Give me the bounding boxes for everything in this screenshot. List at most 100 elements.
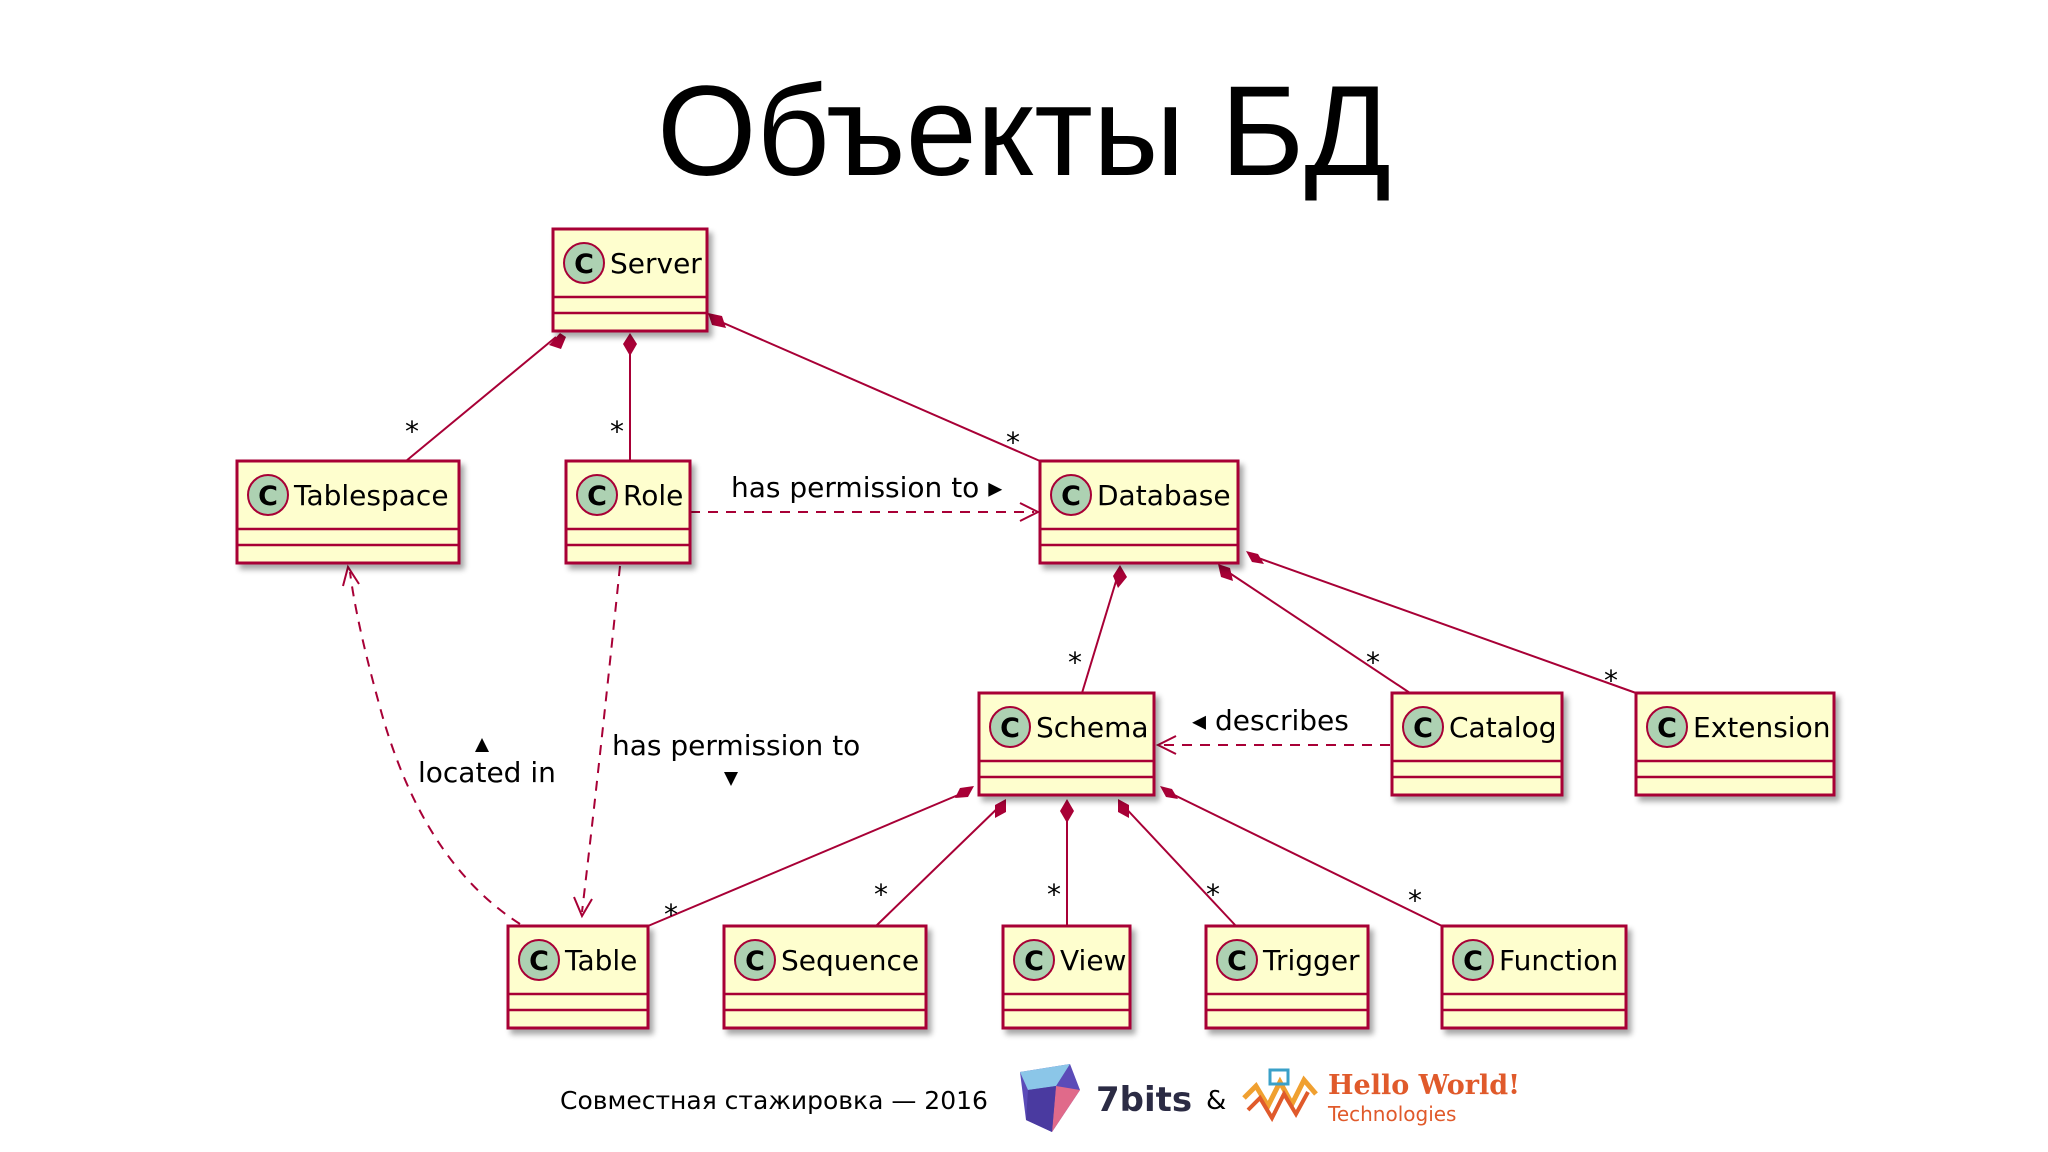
footer: Совместная стажировка — 2016 7bits & Hel… [560, 1058, 1520, 1138]
class-icon-letter: C [1024, 946, 1044, 977]
class-icon-letter: C [1657, 713, 1677, 744]
class-icon-letter: C [1000, 713, 1020, 744]
class-name-table: Table [564, 944, 637, 977]
class-name-function: Function [1499, 944, 1618, 977]
mult-schema: * [1068, 646, 1082, 679]
hello-world-logo-title: Hello World! [1328, 1070, 1520, 1101]
class-icon [1646, 706, 1688, 748]
diamond-schema-sequence [995, 799, 1006, 818]
class-name-trigger: Trigger [1262, 944, 1360, 977]
7bits-logo-icon [1020, 1064, 1080, 1132]
class-name-database: Database [1097, 479, 1231, 512]
class-name-tablespace: Tablespace [293, 479, 449, 512]
class-name-schema: Schema [1036, 711, 1149, 744]
class-box [564, 459, 692, 565]
mult-tablespace: * [405, 415, 419, 448]
class-name-extension: Extension [1693, 711, 1830, 744]
class-icon-letter: C [1463, 946, 1483, 977]
arrowhead-tablespace [342, 564, 360, 587]
diamond-schema-function [1160, 786, 1178, 799]
diamond-schema-view [1060, 799, 1074, 823]
diamond-schema-table [955, 786, 974, 798]
label-role-table: has permission to [612, 729, 860, 762]
class-icon-letter: C [529, 946, 549, 977]
arrowhead-database [1019, 502, 1041, 522]
class-icon-letter: C [745, 946, 765, 977]
arrow-triangle-down [724, 772, 738, 786]
class-table: C Table [506, 924, 650, 1030]
diamond-database-extension [1246, 551, 1264, 564]
class-icon [1050, 474, 1092, 516]
class-icon [734, 939, 776, 981]
class-name-sequence: Sequence [781, 944, 919, 977]
diamond-database-catalog [1218, 564, 1233, 581]
label-table-tablespace: located in [418, 756, 556, 789]
hello-world-logo-subtitle: Technologies [1328, 1102, 1457, 1126]
mult-catalog: * [1366, 646, 1380, 679]
mult-function: * [1408, 884, 1422, 917]
edge-role-table [581, 565, 621, 913]
class-icon-letter: C [258, 481, 278, 512]
class-tablespace: C Tablespace [235, 459, 461, 565]
class-schema: C Schema [977, 691, 1156, 797]
mult-view: * [1047, 878, 1061, 911]
class-sequence: C Sequence [722, 924, 928, 1030]
class-icon [563, 242, 605, 284]
edge-table-tablespace [349, 571, 521, 925]
mult-database: * [1006, 426, 1020, 459]
class-icon-letter: C [1227, 946, 1247, 977]
class-icon [1013, 939, 1055, 981]
edge-schema-function [1163, 789, 1443, 927]
class-icon-letter: C [1413, 713, 1433, 744]
class-extension: C Extension [1634, 691, 1836, 797]
class-name-server: Server [610, 247, 702, 280]
diamond-database-schema [1113, 565, 1127, 588]
class-icon-letter: C [1061, 481, 1081, 512]
edge-schema-trigger [1119, 801, 1237, 927]
label-role-database: has permission to ▸ [731, 471, 1002, 504]
footer-text: Совместная стажировка — 2016 [560, 1086, 988, 1115]
mult-sequence: * [874, 878, 888, 911]
class-catalog: C Catalog [1390, 691, 1564, 797]
edge-database-catalog [1221, 567, 1411, 694]
mult-extension: * [1604, 664, 1618, 697]
edge-database-schema [1081, 567, 1121, 694]
diamond-server-database [708, 313, 726, 328]
label-catalog-schema: ◂ describes [1192, 704, 1349, 737]
edge-schema-table [647, 789, 971, 927]
diamond-server-tablespace [549, 333, 566, 349]
edge-server-database [711, 317, 1041, 462]
class-view: C View [1001, 924, 1132, 1030]
class-icon [247, 474, 289, 516]
arrowhead-schema [1155, 735, 1177, 755]
arrowhead-table [573, 896, 593, 919]
class-name-role: Role [623, 479, 683, 512]
ampersand: & [1206, 1086, 1227, 1116]
mult-trigger: * [1206, 878, 1220, 911]
class-function: C Function [1440, 924, 1628, 1030]
class-icon [989, 706, 1031, 748]
class-icon [1452, 939, 1494, 981]
class-name-catalog: Catalog [1449, 711, 1557, 744]
edge-database-extension [1249, 554, 1637, 694]
class-database: C Database [1038, 459, 1240, 565]
slide-title: Объекты БД [656, 60, 1392, 203]
class-icon [518, 939, 560, 981]
class-icon-letter: C [587, 481, 607, 512]
class-icon-letter: C [574, 249, 594, 280]
class-server: C Server [551, 227, 709, 333]
edge-server-tablespace [405, 336, 557, 462]
class-name-view: View [1060, 944, 1126, 977]
diamond-schema-trigger [1118, 799, 1129, 818]
class-icon [1402, 706, 1444, 748]
hello-world-logo-icon [1242, 1068, 1318, 1123]
class-icon [576, 474, 618, 516]
class-role: C Role [564, 459, 692, 565]
mult-role: * [610, 415, 624, 448]
7bits-logo-text: 7bits [1096, 1080, 1193, 1120]
class-trigger: C Trigger [1204, 924, 1370, 1030]
edge-schema-sequence [875, 801, 1005, 927]
class-icon [1216, 939, 1258, 981]
diamond-server-role [623, 333, 637, 356]
